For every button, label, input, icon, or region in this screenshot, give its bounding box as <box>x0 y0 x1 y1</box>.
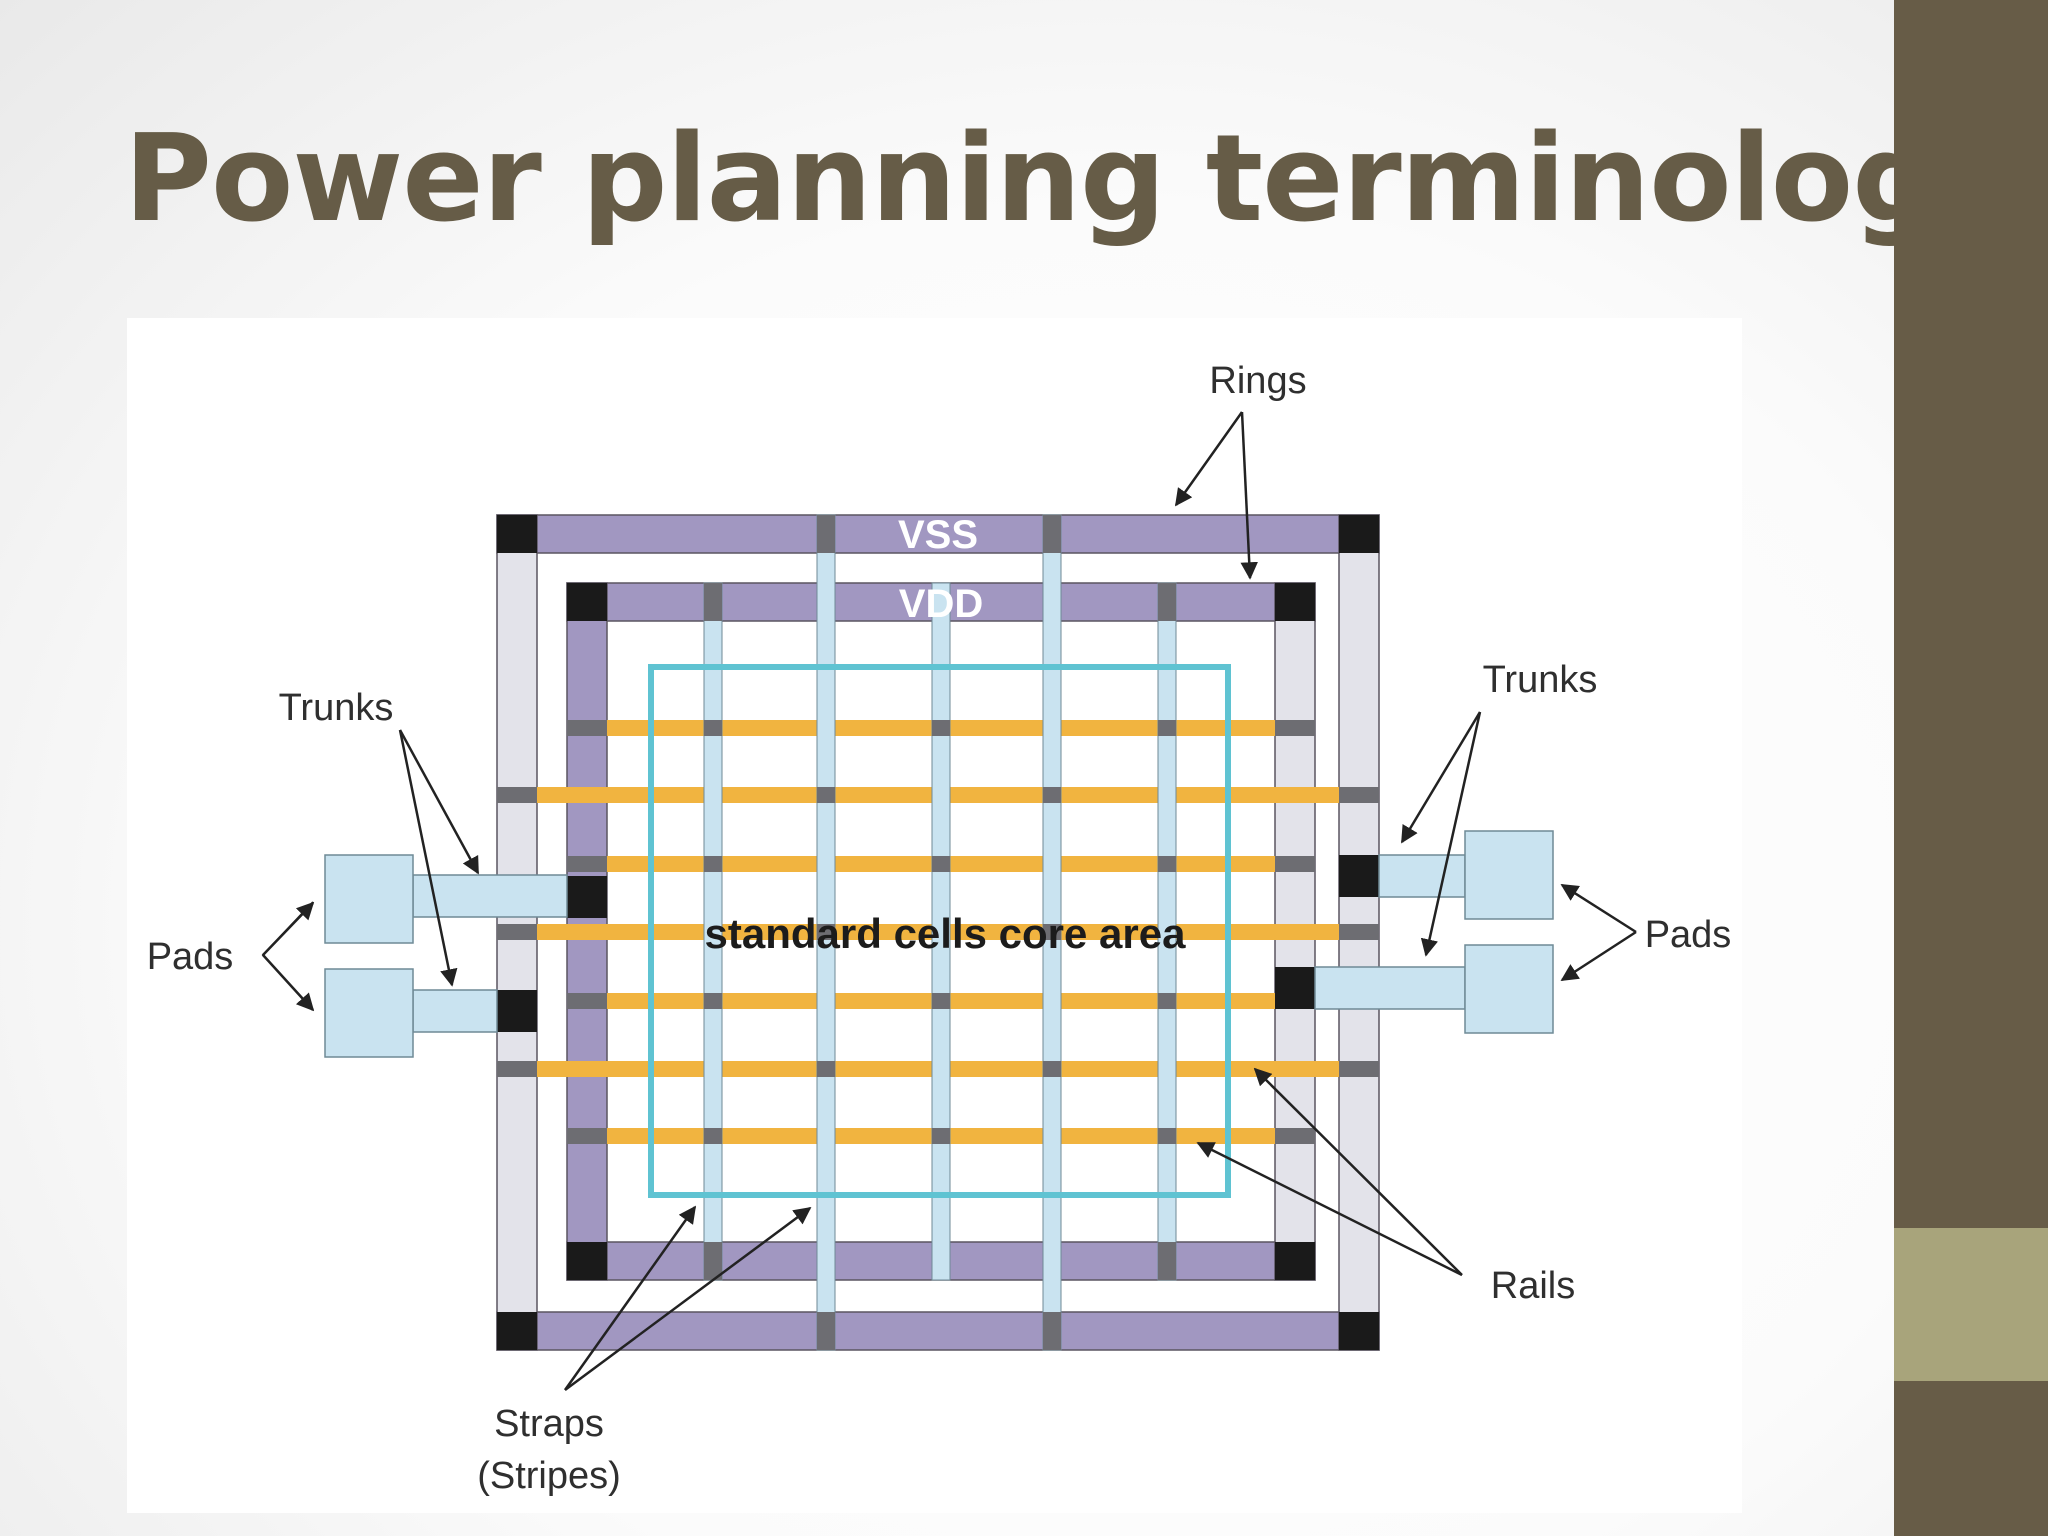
core-area-outline <box>648 664 1231 1198</box>
vdd-label: VDD <box>899 582 983 626</box>
straps-label: Straps <box>494 1403 604 1445</box>
pads-left-label: Pads <box>147 936 234 978</box>
corner-blocks <box>497 515 1379 1350</box>
left-pads <box>324 854 568 1058</box>
annotation-arrows <box>261 411 1637 1392</box>
slide-title: Power planning terminology <box>124 110 2015 249</box>
diagram-panel: VSS VDD standard cells core area Rings T… <box>127 318 1742 1513</box>
pad <box>324 854 414 944</box>
rings-label: Rings <box>1209 360 1306 402</box>
strap-vdd <box>931 582 951 1281</box>
core-area-label: standard cells core area <box>705 910 1187 957</box>
pad <box>1464 944 1554 1034</box>
trunks-left-label: Trunks <box>279 687 394 729</box>
trunk <box>1314 966 1466 1010</box>
power-plan-diagram: VSS VDD standard cells core area Rings T… <box>147 360 1732 1497</box>
trunk <box>1378 854 1466 898</box>
sidebar-accent <box>1894 1228 2048 1381</box>
straps <box>703 514 1177 1351</box>
pad <box>324 968 414 1058</box>
trunk <box>412 989 498 1033</box>
right-pads <box>1314 830 1554 1034</box>
pad <box>1464 830 1554 920</box>
pads-right-label: Pads <box>1645 914 1732 956</box>
trunk <box>412 874 568 918</box>
stripes-label: (Stripes) <box>477 1455 621 1497</box>
rails-label: Rails <box>1491 1265 1575 1307</box>
trunks-right-label: Trunks <box>1483 659 1598 701</box>
vss-label: VSS <box>898 513 978 557</box>
